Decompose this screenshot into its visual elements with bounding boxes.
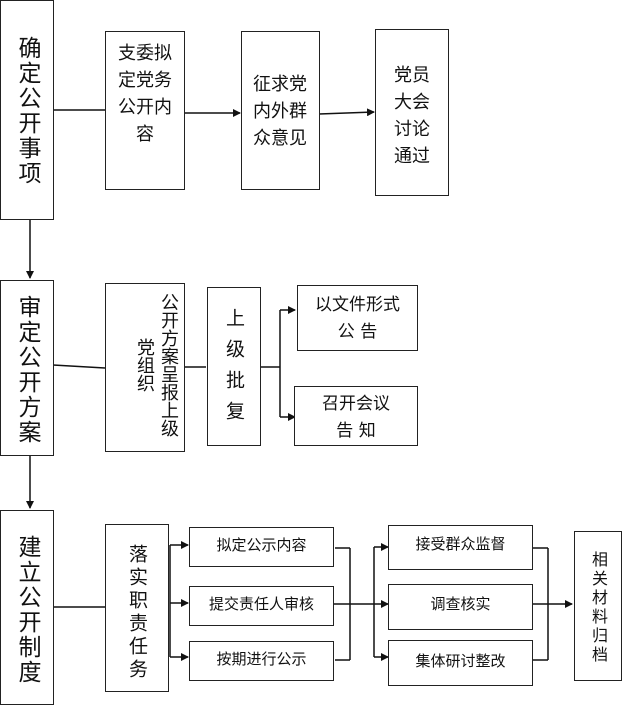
solicit-opinions-label: 征求党内外群众意见 [253,74,307,149]
plan-report-box [105,283,185,452]
archive-label: 相关材料归档 [589,550,608,665]
task-box [105,524,169,692]
stage-box-2 [0,280,54,456]
step-box-1 [189,527,334,567]
step-box-2 [189,586,334,626]
check-label-2: 调查核实 [430,595,491,613]
document-notice-line2: 公 告 [337,322,378,342]
approval-label: 上级批复 [223,308,245,432]
step-label-1: 拟定公示内容 [216,536,307,554]
step-label-2: 提交责任人审核 [208,595,314,613]
solicit-opinions-box [241,31,320,190]
meeting-notice-line1: 召开会议 [322,394,390,414]
stage-label-3: 建立公开制度 [14,535,40,685]
check-box-3 [388,640,533,686]
plan-report-label: 公开方案呈报上级党组织 [134,293,179,437]
draft-content-label: 支委拟定党务公开内容 [118,43,172,145]
step-box-3 [189,641,334,681]
draft-content-box [105,31,185,190]
check-box-1 [388,525,533,570]
check-label-1: 接受群众监督 [415,535,506,553]
stage-label-1: 确定公开事项 [14,36,40,186]
stage-label-2: 审定公开方案 [14,295,40,445]
stage-box-3 [0,510,54,705]
check-box-2 [388,584,533,630]
assembly-approval-box [375,29,449,196]
document-notice-line1: 以文件形式 [315,295,400,315]
task-label: 落实职责任务 [126,544,148,682]
archive-box [574,531,622,681]
approval-box [207,287,261,446]
stage-box-1 [0,0,54,220]
check-label-3: 集体研讨整改 [415,652,506,670]
meeting-notice-line2: 告 知 [336,421,376,441]
assembly-approval-label: 党员大会讨论通过 [394,65,430,167]
step-label-3: 按期进行公示 [216,650,307,668]
document-notice-box [297,285,418,351]
meeting-notice-box [294,386,418,446]
